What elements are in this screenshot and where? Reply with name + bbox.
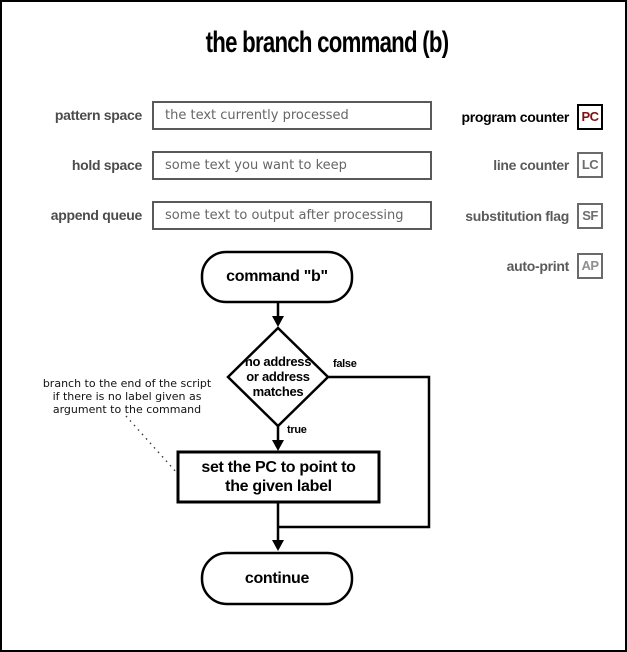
decision-node-label: no address or address matches bbox=[244, 354, 312, 399]
pattern-space-label: pattern space bbox=[54, 107, 142, 123]
decision-node-shape bbox=[226, 326, 330, 428]
false-branch-connector bbox=[278, 375, 431, 529]
line-counter-box: LC bbox=[577, 152, 603, 178]
program-counter-box: PC bbox=[577, 104, 603, 130]
false-branch-label: false bbox=[333, 358, 357, 370]
substitution-flag-box: SF bbox=[577, 203, 603, 229]
start-node-label: command "b" bbox=[226, 268, 328, 285]
program-counter-label: program counter bbox=[461, 109, 569, 125]
true-branch-label: true bbox=[287, 424, 307, 436]
arrowhead-into-action bbox=[272, 440, 284, 451]
end-node-shape bbox=[200, 551, 354, 606]
action-node-label: set the PC to point to the given label bbox=[201, 459, 356, 495]
annotation-text: branch to the end of the script if there… bbox=[42, 377, 212, 416]
arrowhead-into-decision bbox=[272, 316, 284, 327]
hold-space-label: hold space bbox=[71, 157, 142, 173]
hold-space-box: some text you want to keep bbox=[152, 151, 432, 180]
page-title: the branch command (b) bbox=[205, 26, 449, 59]
append-queue-box: some text to output after processing bbox=[152, 201, 432, 230]
auto-print-label: auto-print bbox=[506, 258, 570, 274]
end-node-label: continue bbox=[244, 569, 310, 587]
auto-print-box: AP bbox=[577, 253, 603, 279]
line-counter-label: line counter bbox=[493, 157, 569, 173]
substitution-flag-label: substitution flag bbox=[465, 208, 569, 224]
append-queue-label: append queue bbox=[50, 207, 143, 223]
pattern-space-box: the text currently processed bbox=[152, 101, 432, 130]
annotation-pointer-line bbox=[125, 415, 178, 474]
action-node-shape bbox=[176, 450, 381, 504]
start-node-shape bbox=[200, 250, 354, 304]
arrowhead-into-end bbox=[272, 540, 284, 551]
